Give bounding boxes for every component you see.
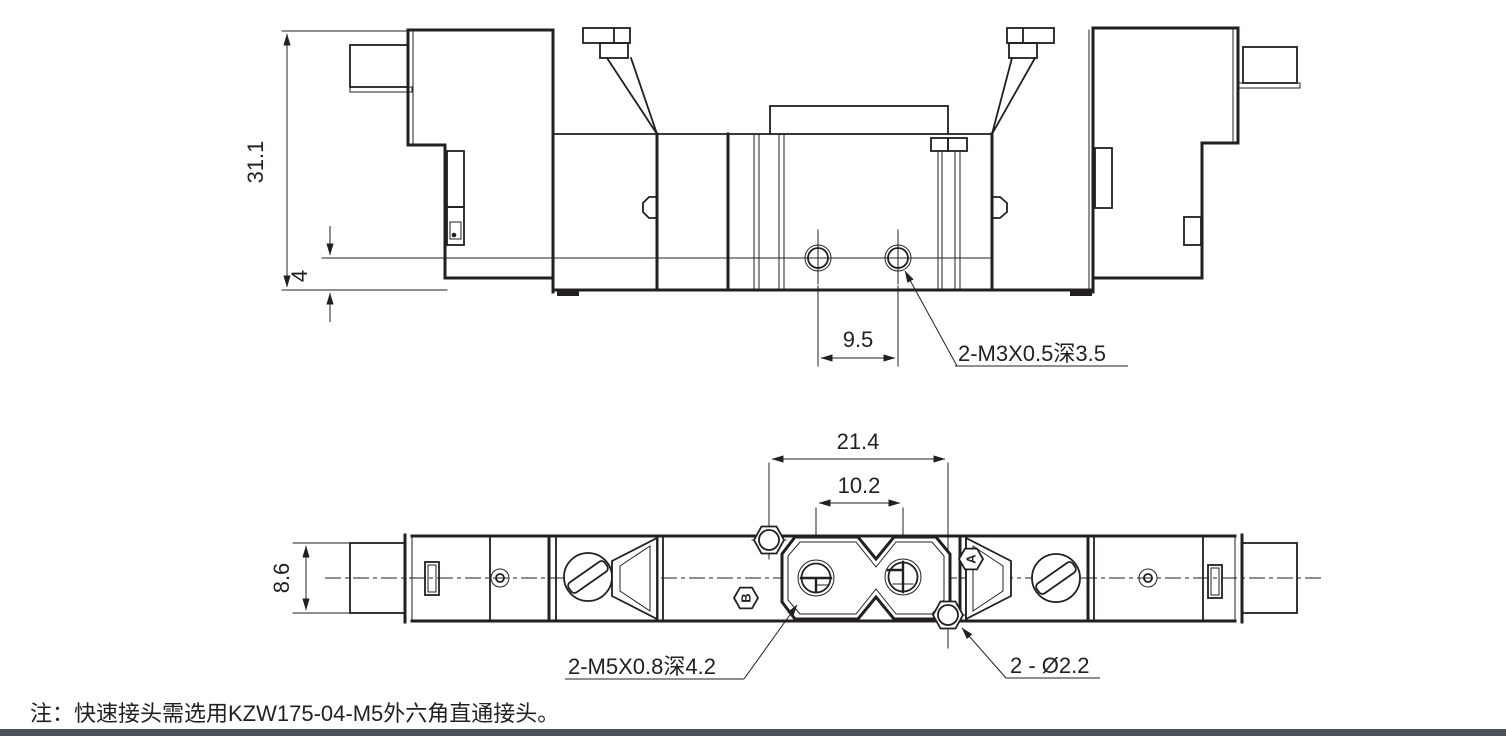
- left-solenoid-body: [406, 27, 659, 294]
- left-solenoid-connector: [349, 44, 413, 93]
- port-thread-leader-label: 2-M5X0.8深4.2: [568, 654, 716, 679]
- drawing-note: 注：快速接头需选用KZW175-04-M5外六角直通接头。: [30, 701, 559, 726]
- front-view: 31.1 4 9.5 2-M3X0.5深3.5: [243, 26, 1301, 367]
- plan-body: [349, 533, 1298, 624]
- port-manifold: B A: [732, 525, 985, 630]
- port-screw-left: [797, 559, 835, 597]
- right-plug: [1241, 542, 1298, 614]
- dim-hole-spacing-label: 9.5: [843, 327, 874, 352]
- front-view-reference-lines: [281, 30, 993, 367]
- right-solenoid-connector: [1237, 46, 1301, 89]
- dim-hex-spacing-label: 21.4: [837, 429, 880, 454]
- dim-port-spacing-label: 10.2: [838, 473, 881, 498]
- left-plug: [349, 542, 406, 614]
- port-screw-right: [884, 558, 922, 596]
- top-cap: [769, 105, 949, 135]
- latch-dot: [451, 232, 457, 238]
- dim-bottom-offset-label: 4: [287, 270, 312, 282]
- dim-body-width-label: 8.6: [269, 563, 294, 594]
- port-a-letter: A: [964, 554, 979, 564]
- thread-leader-label: 2-M3X0.5深3.5: [958, 341, 1106, 366]
- left-window: [611, 536, 658, 621]
- valve-central-body: [551, 105, 1095, 296]
- hex-fitting-top: [752, 525, 786, 555]
- port-marker-b: B: [732, 586, 760, 610]
- footer-divider-bar: [0, 729, 1506, 736]
- right-solenoid-body: [990, 26, 1240, 294]
- hole-dia-leader-label: 2 - Ø2.2: [1010, 653, 1089, 678]
- front-view-dimensions: 31.1 4 9.5 2-M3X0.5深3.5: [243, 33, 1128, 367]
- dim-overall-height-label: 31.1: [243, 141, 268, 184]
- plan-view: B A 8.6 21.4 10.2 2-M5X0.8深4.2 2 - Ø2.2: [269, 429, 1325, 680]
- plan-view-dimensions: 8.6 21.4 10.2 2-M5X0.8深4.2 2 - Ø2.2: [269, 429, 1100, 680]
- port-marker-a: A: [957, 547, 985, 571]
- mounting-holes: [804, 244, 912, 272]
- port-b-letter: B: [739, 593, 754, 602]
- left-clip: [642, 196, 658, 219]
- right-clip: [991, 196, 1008, 219]
- hex-fitting-bottom: [931, 600, 965, 630]
